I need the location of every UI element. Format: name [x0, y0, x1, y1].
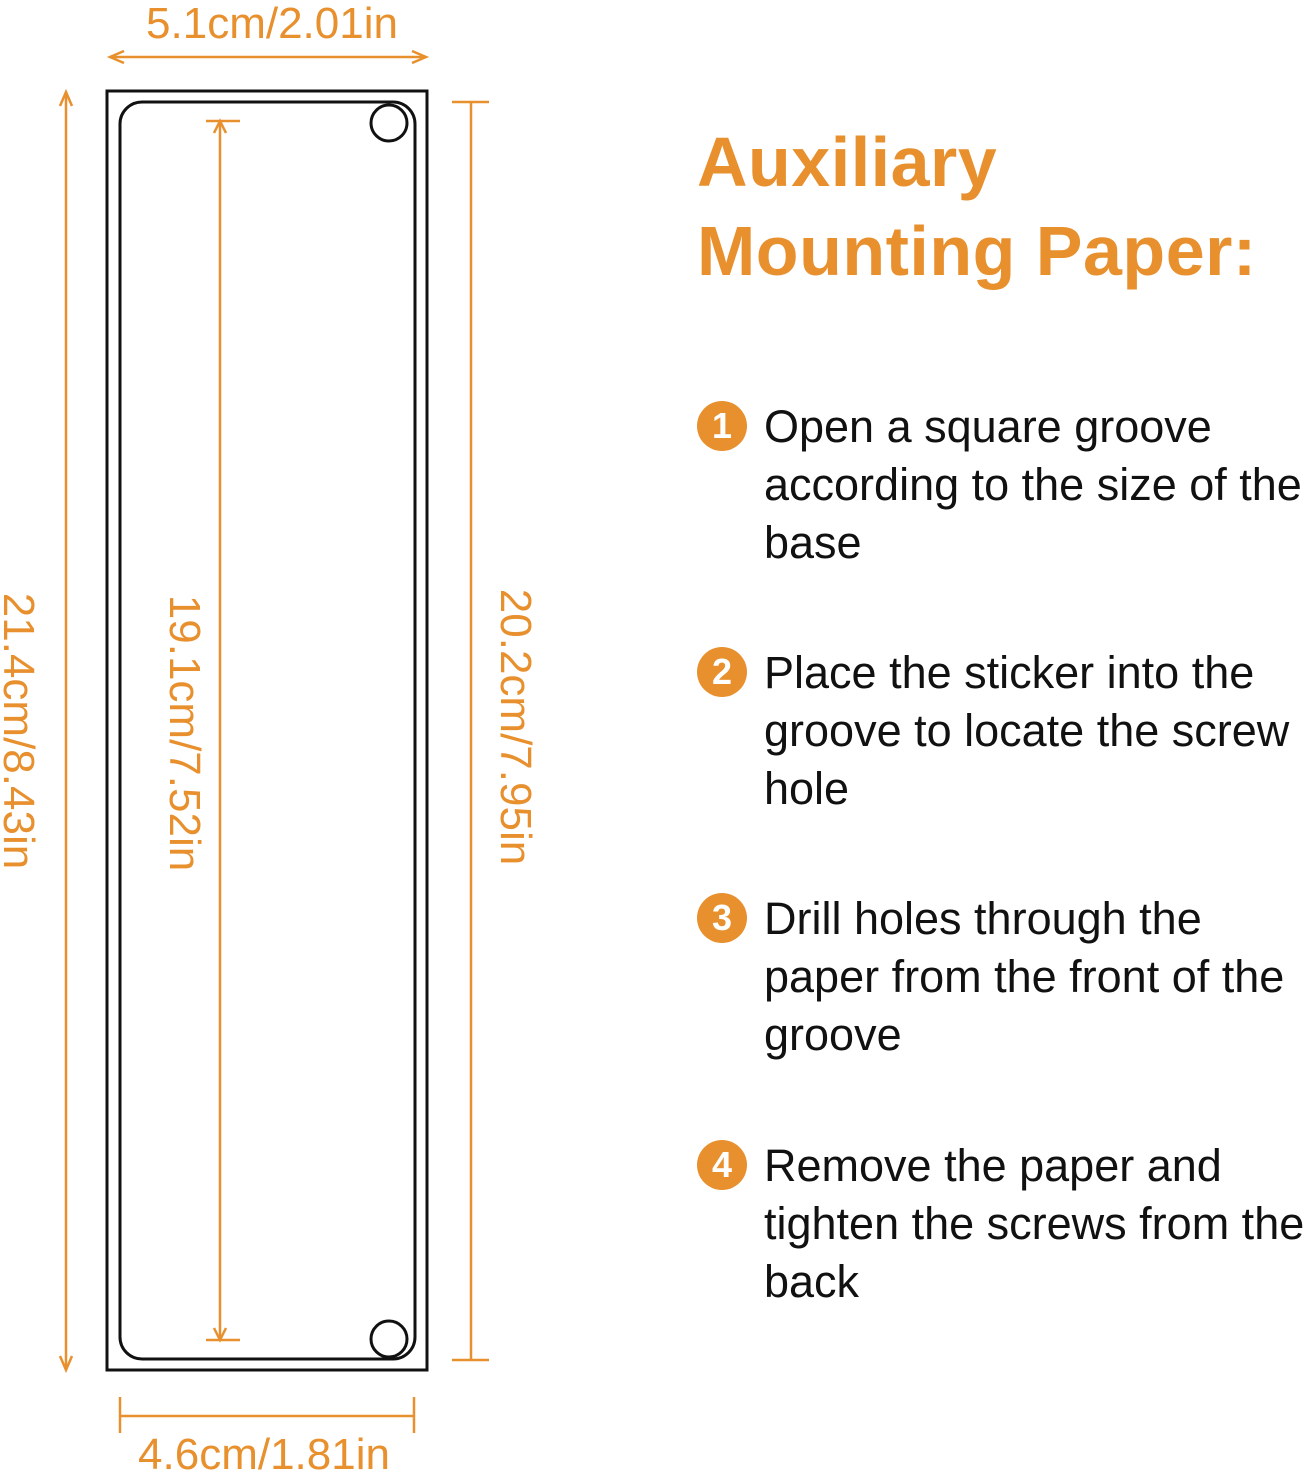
- outer-height-label: 21.4cm/8.43in: [0, 593, 43, 869]
- top-width-dimension-line: [106, 49, 430, 65]
- screw-hole-top: [369, 103, 409, 143]
- paper-outer-outline: [105, 89, 429, 1372]
- step-number-2-badge: 2: [697, 647, 747, 697]
- groove-inner-outline: [118, 100, 417, 1361]
- inner-height-dimension-line: [452, 100, 489, 1362]
- step-text-4: Remove the paper and tighten the screws …: [764, 1140, 1305, 1307]
- step-number-4-badge: 4: [697, 1140, 747, 1190]
- step-text-3: Drill holes through the paper from the f…: [764, 893, 1285, 1060]
- outer-height-dimension-line: [58, 88, 74, 1374]
- inner-height-label: 20.2cm/7.95in: [491, 589, 540, 865]
- top-width-label: 5.1cm/2.01in: [146, 0, 398, 48]
- hole-spacing-dimension-line: [206, 118, 240, 1343]
- step-text-1: Open a square groove according to the si…: [764, 401, 1302, 568]
- title-line-2: Mounting Paper:: [697, 212, 1257, 290]
- step-number-3-badge: 3: [697, 893, 747, 943]
- step-number-1-badge: 1: [697, 401, 747, 451]
- bottom-width-dimension-line: [118, 1397, 416, 1433]
- hole-spacing-label: 19.1cm/7.52in: [160, 595, 209, 871]
- step-text-2: Place the sticker into the groove to loc…: [764, 647, 1290, 814]
- title-line-1: Auxiliary: [697, 123, 998, 201]
- screw-hole-bottom: [369, 1319, 409, 1359]
- bottom-width-label: 4.6cm/1.81in: [138, 1430, 390, 1475]
